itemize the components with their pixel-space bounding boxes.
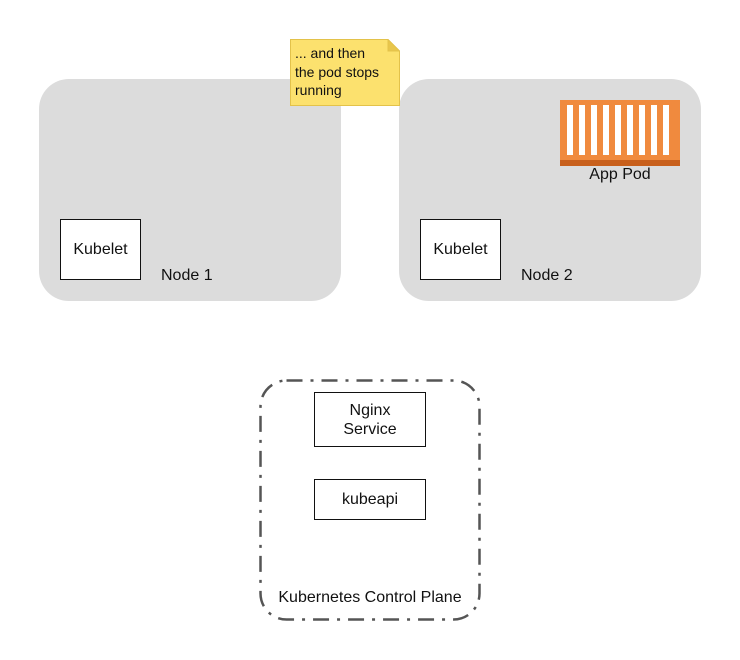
sticky-note: ... and then the pod stops running: [290, 39, 400, 106]
kubeapi-box: kubeapi: [314, 479, 426, 520]
kubelet-box-node-2: Kubelet: [420, 219, 501, 280]
sticky-note-line-3: running: [295, 82, 342, 98]
node-1: Kubelet Node 1: [39, 79, 341, 301]
container-icon: [560, 100, 680, 166]
control-plane-border: [259, 379, 481, 621]
sticky-note-shape: [290, 39, 400, 106]
node-2: App Pod Kubelet Node 2: [399, 79, 701, 301]
sticky-note-text: ... and then the pod stops running: [295, 44, 395, 100]
sticky-note-line-1: ... and then: [295, 45, 366, 61]
node-2-label: Node 2: [521, 267, 573, 284]
nginx-service-line-2: Service: [343, 420, 397, 438]
node-1-label: Node 1: [161, 267, 213, 284]
control-plane-group: Nginx Service kubeapi Kubernetes Control…: [259, 379, 481, 621]
kubelet-box-node-1: Kubelet: [60, 219, 141, 280]
control-plane-label: Kubernetes Control Plane: [278, 589, 462, 606]
sticky-note-line-2: the pod stops: [295, 63, 380, 80]
kubelet-label-node-1: Kubelet: [73, 241, 128, 258]
kubeapi-label: kubeapi: [341, 491, 399, 508]
nginx-service-line-1: Nginx: [349, 401, 391, 419]
kubelet-label-node-2: Kubelet: [433, 241, 488, 258]
app-pod-label: App Pod: [589, 166, 651, 183]
nginx-service-box: Nginx Service: [314, 392, 426, 447]
